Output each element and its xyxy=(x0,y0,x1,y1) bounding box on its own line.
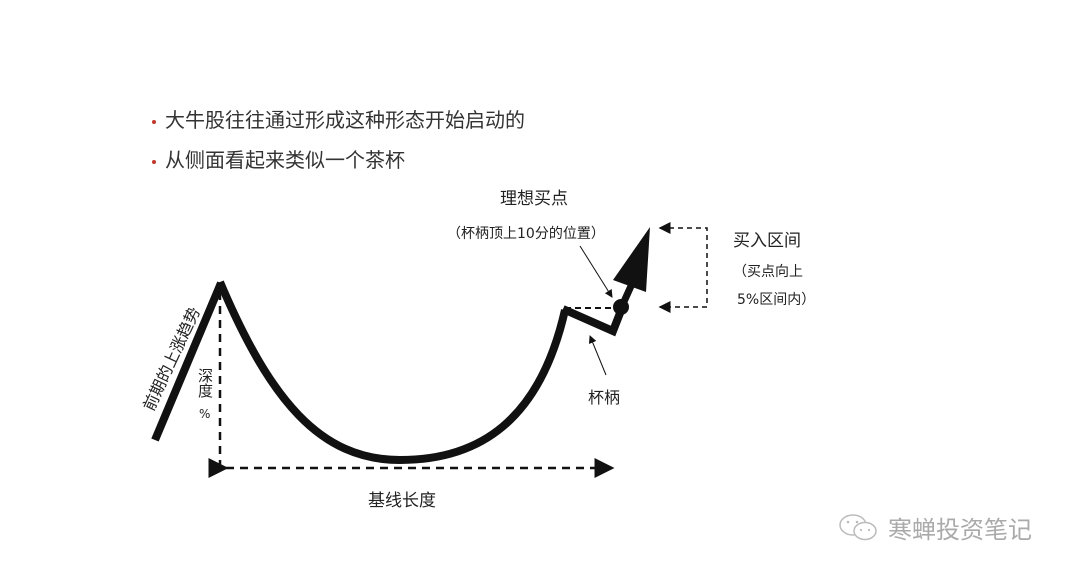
prior-uptrend-line xyxy=(151,281,225,442)
depth-unit-label: % xyxy=(199,407,210,421)
bullet-dot-icon xyxy=(152,119,156,124)
wechat-logo-icon xyxy=(839,513,877,540)
buy-point-marker xyxy=(613,299,629,315)
watermark-text: 寒蝉投资笔记 xyxy=(888,516,1032,544)
buy-range-note-1: （买点向上 xyxy=(733,264,803,280)
bullet-item: 从侧面看起来类似一个茶杯 xyxy=(152,144,405,173)
ideal-buy-point-note: （杯柄顶上10分的位置） xyxy=(447,226,605,242)
buy-range-bracket xyxy=(660,227,708,308)
handle-pointer-arrow xyxy=(588,335,607,376)
bullet-text: 大牛股往往通过形成这种形态开始启动的 xyxy=(165,108,525,132)
bullet-text: 从侧面看起来类似一个茶杯 xyxy=(165,148,405,172)
bullet-item: 大牛股往往通过形成这种形态开始启动的 xyxy=(152,104,525,133)
bullet-dot-icon xyxy=(152,159,156,164)
baseline-length-label: 基线长度 xyxy=(368,491,436,511)
handle-line xyxy=(561,305,626,337)
watermark: 寒蝉投资笔记 xyxy=(838,510,1032,545)
buy-range-label: 买入区间 xyxy=(733,231,801,251)
buy-point-pointer-arrow xyxy=(579,245,613,298)
depth-label: 深度 xyxy=(196,368,214,398)
breakout-arrowhead-icon xyxy=(613,227,650,292)
buy-range-note-2: 5%区间内） xyxy=(737,292,815,308)
handle-label: 杯柄 xyxy=(588,388,620,407)
ideal-buy-point-label: 理想买点 xyxy=(500,189,568,209)
cup-curve xyxy=(216,280,569,465)
